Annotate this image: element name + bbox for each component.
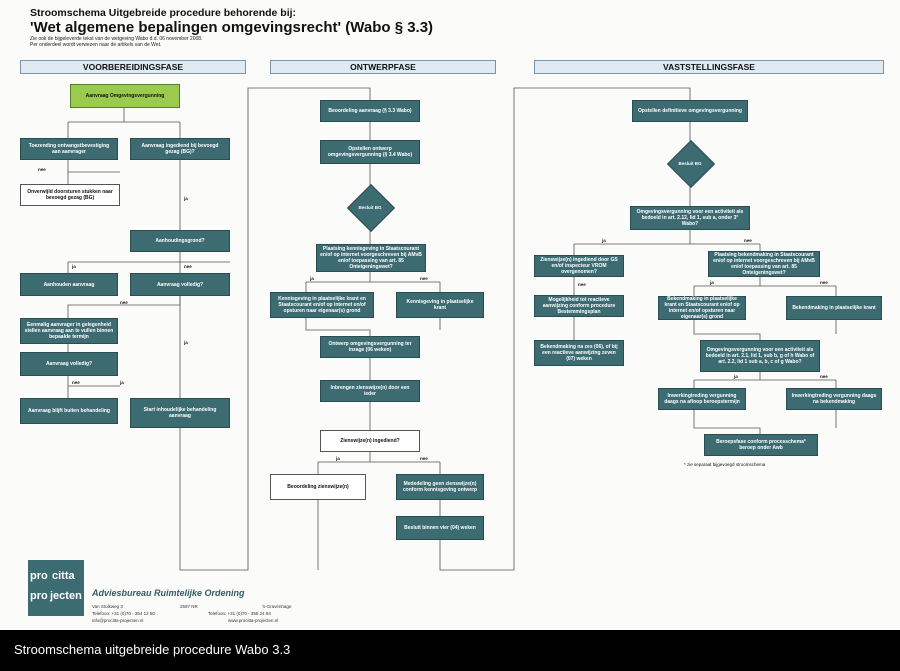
node-kennisgeving-krant: Kennisgeving in plaatselijke krant xyxy=(396,292,484,318)
logo-text-citta: citta xyxy=(52,570,75,582)
node-aanhouden: Aanhouden aanvraag xyxy=(20,273,118,296)
connector-lines xyxy=(67,87,837,571)
phase-ontwerp: ONTWERPFASE xyxy=(270,60,496,74)
decision-label-2: Besluit BG xyxy=(678,161,702,166)
node-opstellen-definitief: Opstellen definitieve omgevingsvergunnin… xyxy=(632,100,748,122)
node-mededeling: Mededeling geen zienswijze(n) conform ke… xyxy=(396,474,484,500)
node-inwerking-bekendmaking: Inwerkingtreding vergunning daags na bek… xyxy=(786,388,882,410)
node-zienswijze-ingediend: Zienswijze(n) ingediend? xyxy=(320,430,420,452)
label-nee: nee xyxy=(744,238,752,243)
company-logo: pro citta pro jecten xyxy=(28,560,84,616)
caption-bar: Stroomschema uitgebreide procedure Wabo … xyxy=(0,630,900,671)
label-ja: ja xyxy=(72,264,76,269)
node-beoordeling-zienswijze: Beoordeling zienswijze(n) xyxy=(270,474,366,500)
node-reactieve-aanwijzing: Mogelijkheid tot reactieve aanwijzing co… xyxy=(534,295,624,317)
label-nee: nee xyxy=(820,280,828,285)
label-ja: ja xyxy=(184,340,188,345)
node-omg-activiteit: Omgevingsvergunning voor een activiteit … xyxy=(630,206,750,230)
node-inbrengen-zienswijze: Inbrengen zienswijze(n) door een ieder xyxy=(320,380,420,402)
node-inwerking-beroepstermijn: Inwerkingtreding vergunning daags na afl… xyxy=(658,388,746,410)
company-email: info@procitta-projecten.nl xyxy=(92,618,144,623)
company-phone-1: Telefoon: +31 (0)70 - 354 12 50 xyxy=(92,611,155,616)
label-ja: ja xyxy=(734,374,738,379)
node-beroepsfase: Beroepsfase conform processchema* beroep… xyxy=(704,434,818,456)
node-ter-inzage: Ontwerp omgevingsvergunning ter inzage (… xyxy=(320,336,420,358)
node-aanhoudingsgrond: Aanhoudingsgrond? xyxy=(130,230,230,252)
phase-vaststelling: VASTSTELLINGSFASE xyxy=(534,60,884,74)
logo-text-pro-2: pro xyxy=(30,590,48,602)
label-nee: nee xyxy=(578,282,586,287)
company-phone-2: Telefoon: +31 (0)70 - 355 24 94 xyxy=(208,611,271,616)
node-omg-activiteit-2: Omgevingsvergunning voor een activiteit … xyxy=(700,340,820,372)
node-opstellen-ontwerp: Opstellen ontwerp omgevingsvergunning (§… xyxy=(320,140,420,164)
label-ja: ja xyxy=(336,456,340,461)
label-nee: nee xyxy=(38,167,46,172)
header-note-2: Per onderdeel wordt verwezen naar de art… xyxy=(30,42,162,48)
logo-text-pro-1: pro xyxy=(30,570,48,582)
node-volledig-2: Aanvraag volledig? xyxy=(20,352,118,376)
node-besluit-vier-weken: Besluit binnen vier (04) weken xyxy=(396,516,484,540)
header-note-1: Zie ook de bijgeleverde tekst van de wet… xyxy=(30,36,203,42)
label-nee: nee xyxy=(820,374,828,379)
label-ja: ja xyxy=(710,280,714,285)
company-name: Adviesbureau Ruimtelijke Ordening xyxy=(92,588,245,598)
node-aanvraag: Aanvraag Omgevingsvergunning xyxy=(70,84,180,108)
node-plaatsing-kennisgeving: Plaatsing kennisgeving in Staatscourant … xyxy=(316,244,426,272)
node-volledig-1: Aanvraag volledig? xyxy=(130,273,230,296)
node-plaatsing-bekendmaking: Plaatsing bekendmaking in Staatscourant … xyxy=(708,251,820,277)
logo-text-jecten: jecten xyxy=(50,590,82,602)
company-address: Van Stolkweg 3 xyxy=(92,604,123,609)
label-ja: ja xyxy=(310,276,314,281)
node-bekendmaking-krant-sc: Bekendmaking in plaatselijke krant en St… xyxy=(658,296,746,320)
node-ontvangstbevestiging: Toezending ontvangstbevestiging aan aanv… xyxy=(20,138,118,160)
label-ja: ja xyxy=(184,196,188,201)
label-nee: nee xyxy=(120,300,128,305)
node-start-behandeling: Start inhoudelijke behandeling aanvraag xyxy=(130,398,230,428)
flowchart-sheet: Stroomschema Uitgebreide procedure behor… xyxy=(20,7,884,623)
label-nee: nee xyxy=(420,456,428,461)
header-notes: Zie ook de bijgeleverde tekst van de wet… xyxy=(30,36,202,48)
node-beoordeling: Beoordeling aanvraag (§ 3.3 Wabo) xyxy=(320,100,420,122)
phase-voorbereiding: VOORBEREIDINGSFASE xyxy=(20,60,246,74)
node-zienswijzen-gs: Zienswijze(n) ingediend door GS en/of in… xyxy=(534,255,624,277)
node-ingediend-bij-bg: Aanvraag ingediend bij bevoegd gezag (BG… xyxy=(130,138,230,160)
node-bekendmaking-krant: Bekendmaking in plaatselijke krant xyxy=(786,296,882,320)
caption-text: Stroomschema uitgebreide procedure Wabo … xyxy=(14,642,291,657)
company-city: 's-Gravenhage xyxy=(262,604,292,609)
company-postcode: 2597 NR xyxy=(180,604,198,609)
company-website: www.procitta-projecten.nl xyxy=(228,618,279,623)
footnote: * zie separaat bijgevoegd stroomschema xyxy=(684,462,766,467)
node-buiten-behandeling: Aanvraag blijft buiten behandeling xyxy=(20,398,118,424)
label-ja: ja xyxy=(120,380,124,385)
node-bekendmaking-zes-weken: Bekendmaking na zes (06), of bij een rea… xyxy=(534,340,624,366)
label-nee: nee xyxy=(184,264,192,269)
header-line1: Stroomschema Uitgebreide procedure behor… xyxy=(30,7,297,19)
label-ja: ja xyxy=(602,238,606,243)
page-title: 'Wet algemene bepalingen omgevingsrecht'… xyxy=(30,19,434,36)
decision-label-1: Besluit BG xyxy=(358,205,382,210)
node-kennisgeving-krant-sc: Kennisgeving in plaatselijke krant en St… xyxy=(270,292,374,318)
node-eenmalig: Eenmalig aanvrager in gelegenheid stelle… xyxy=(20,318,118,344)
label-nee: nee xyxy=(420,276,428,281)
node-doorsturen: Onverwijld doorsturen stukken naar bevoe… xyxy=(20,184,120,206)
label-nee: nee xyxy=(72,380,80,385)
